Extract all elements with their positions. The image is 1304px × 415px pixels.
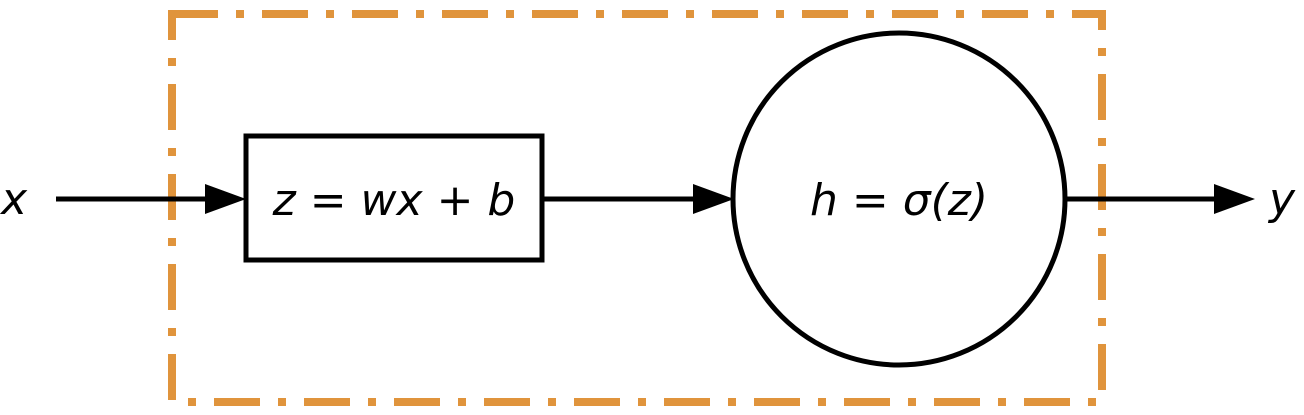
arrowhead-input-to-linear <box>205 184 246 214</box>
input-label: x <box>0 174 28 225</box>
linear-node-label: z = wx + b <box>272 175 516 226</box>
neuron-group-border <box>168 10 1106 406</box>
output-label: y <box>1267 174 1296 225</box>
arrowhead-linear-to-activation <box>693 184 734 214</box>
arrowhead-activation-to-output <box>1214 184 1255 214</box>
activation-node-label: h = σ(z) <box>810 175 988 226</box>
